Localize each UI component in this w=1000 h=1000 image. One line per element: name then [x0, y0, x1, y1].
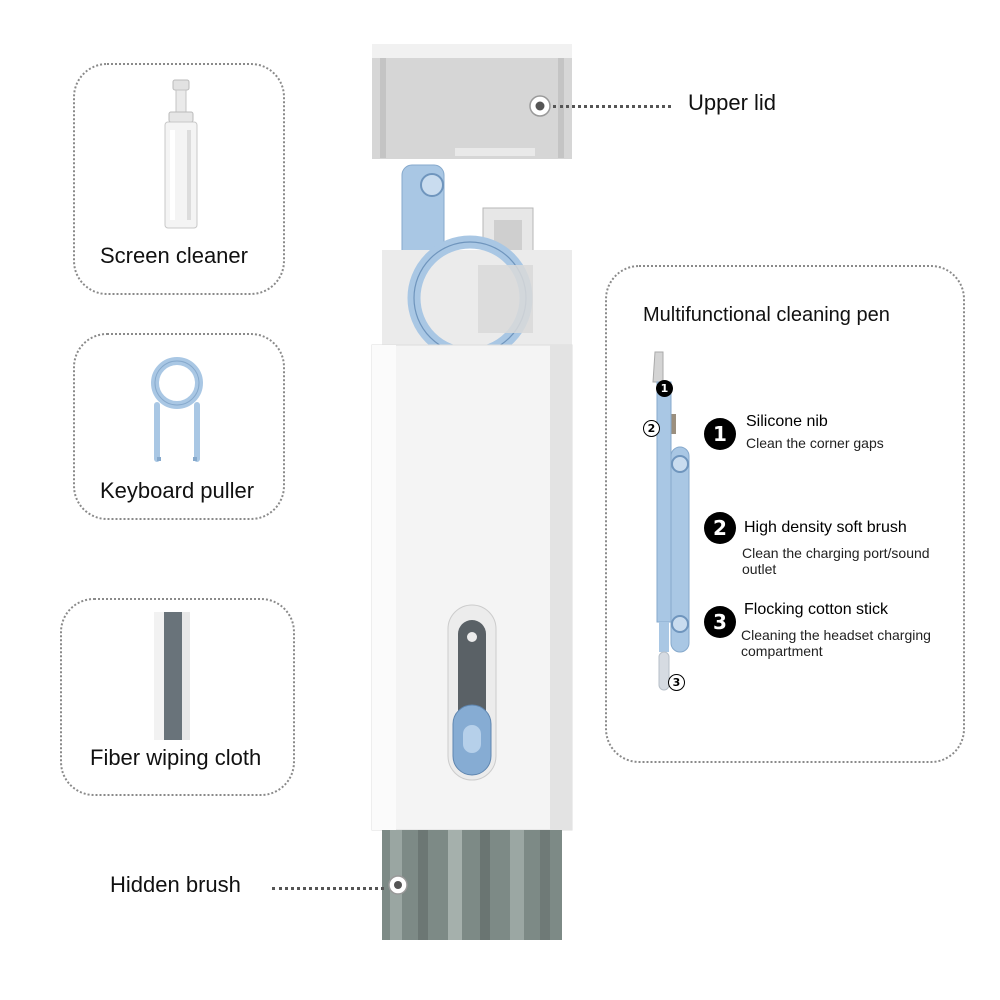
feature-3-title: Flocking cotton stick	[744, 601, 889, 618]
feature-1-badge: 1	[704, 418, 736, 450]
feature-3-desc: Cleaning the headset charging compartmen…	[741, 627, 931, 659]
hidden-brush-bristles	[382, 830, 562, 940]
feature-2-title: High density soft brush	[744, 519, 907, 536]
feature-2-desc: Clean the charging port/sound outlet	[742, 545, 930, 577]
slider-track	[447, 604, 497, 781]
fiber-cloth-label: Fiber wiping cloth	[90, 745, 262, 770]
pen-panel-title: Multifunctional cleaning pen	[643, 304, 890, 326]
pen-marker-1: 1	[656, 380, 673, 397]
cleaning-pen-card: Multifunctional cleaning pen 1 2 3 1 Sil…	[605, 265, 965, 763]
feature-1-desc: Clean the corner gaps	[746, 435, 884, 451]
feature-3-badge: 3	[704, 606, 736, 638]
screen-cleaner-label: Screen cleaner	[100, 243, 248, 268]
feature-1-title: Silicone nib	[746, 413, 828, 430]
upper-lid-label: Upper lid	[688, 90, 777, 115]
hidden-brush-leader	[272, 887, 384, 890]
hidden-brush-label: Hidden brush	[110, 872, 241, 897]
pen-marker-2: 2	[643, 420, 660, 437]
pen-marker-3: 3	[668, 674, 685, 691]
keyboard-puller-label: Keyboard puller	[100, 478, 255, 503]
upper-lid	[372, 44, 572, 159]
keyboard-puller-card: Keyboard puller	[73, 333, 285, 520]
feature-2-badge: 2	[704, 512, 736, 544]
fiber-cloth-card: Fiber wiping cloth	[60, 598, 295, 796]
spray-bottle-image	[164, 79, 198, 229]
screen-cleaner-card: Screen cleaner	[73, 63, 285, 295]
keyboard-puller-image	[151, 357, 203, 462]
fiber-cloth-image	[154, 612, 190, 740]
cleaning-kit-illustration	[371, 44, 573, 940]
pen-illustration	[652, 351, 690, 691]
upper-lid-leader	[553, 105, 671, 108]
